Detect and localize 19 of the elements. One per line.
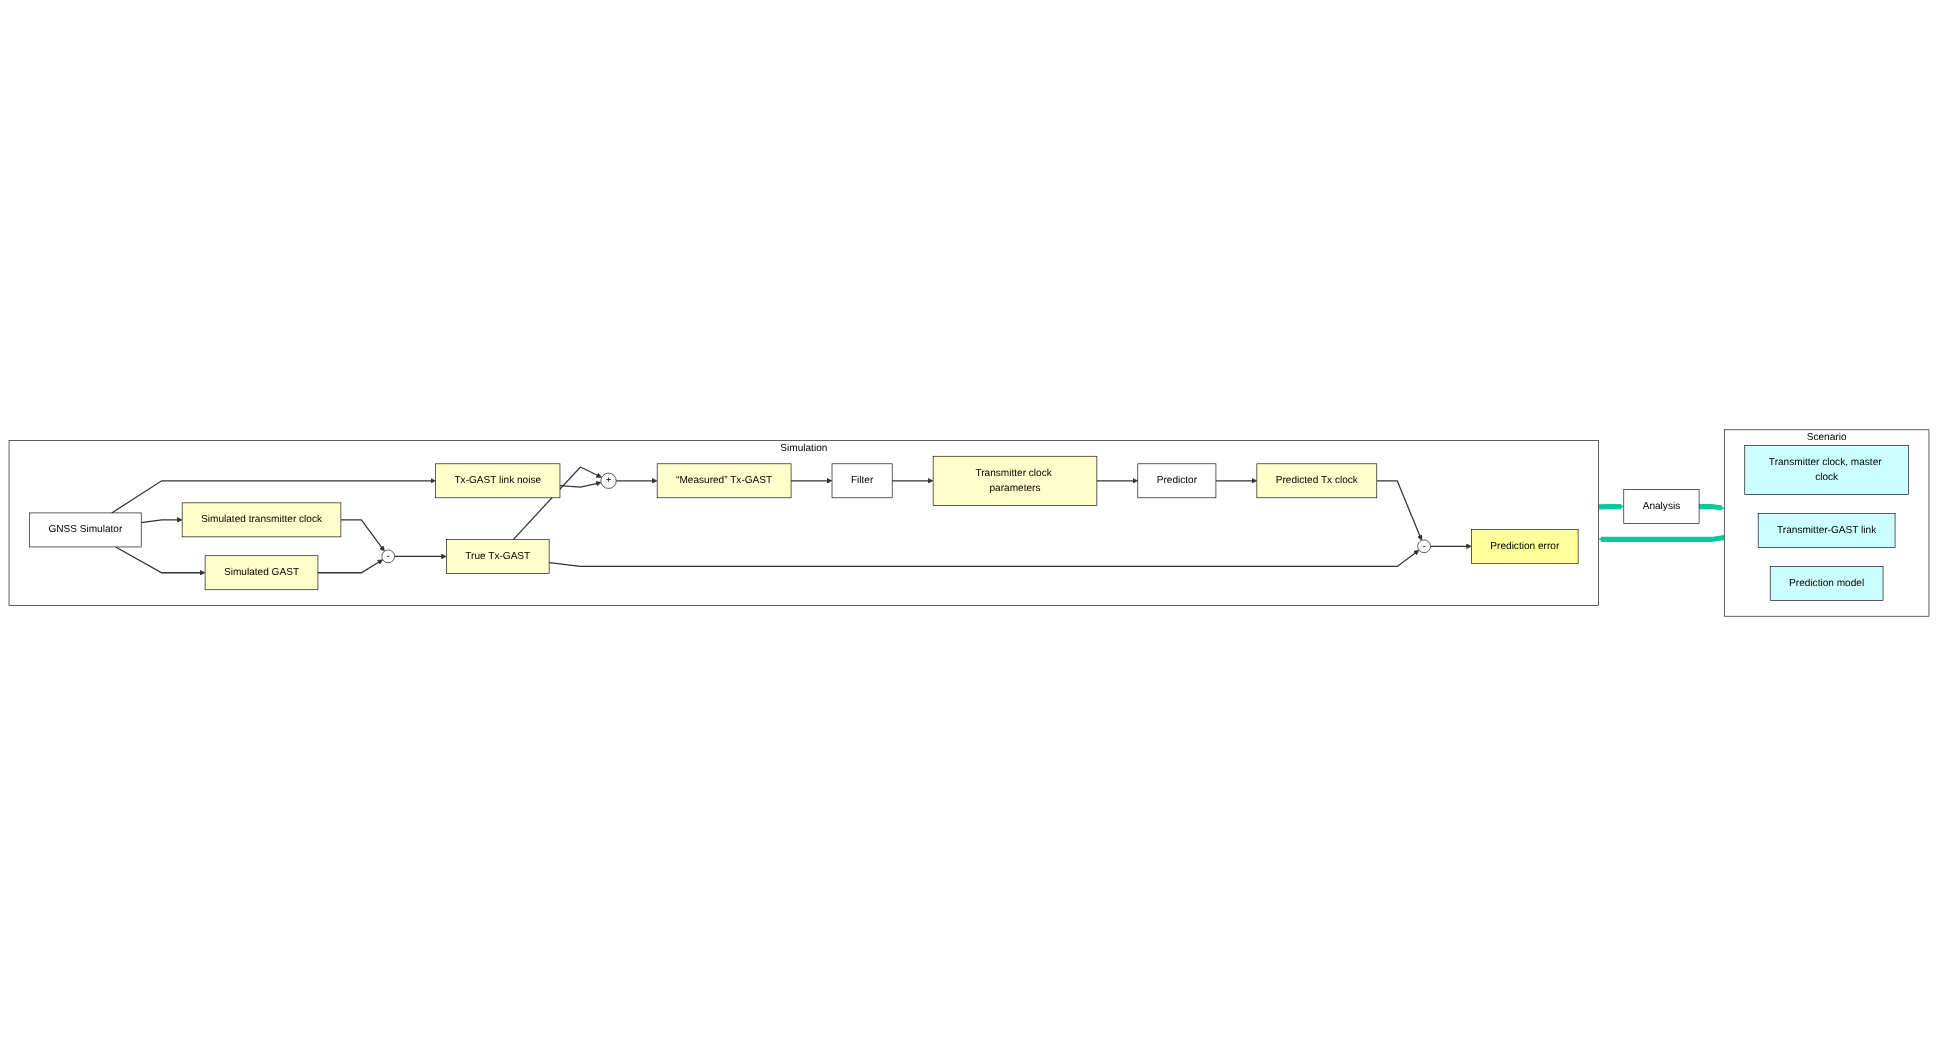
arrow [548, 549, 1420, 568]
arrow [615, 478, 658, 484]
arrow [340, 519, 385, 552]
arrow [115, 546, 206, 576]
arrow [111, 478, 436, 514]
arrow [1429, 543, 1472, 550]
arrow [394, 553, 447, 560]
arrow [790, 478, 833, 484]
arrow [317, 559, 383, 574]
arrow [1376, 480, 1423, 541]
arrow [512, 466, 602, 540]
arrow [1699, 504, 1725, 511]
arrow [1598, 535, 1725, 542]
arrow [1215, 478, 1258, 484]
arrow [1096, 478, 1139, 484]
arrow [1598, 503, 1625, 510]
arrow [140, 517, 183, 524]
arrow [559, 480, 602, 488]
arrow [891, 478, 934, 484]
